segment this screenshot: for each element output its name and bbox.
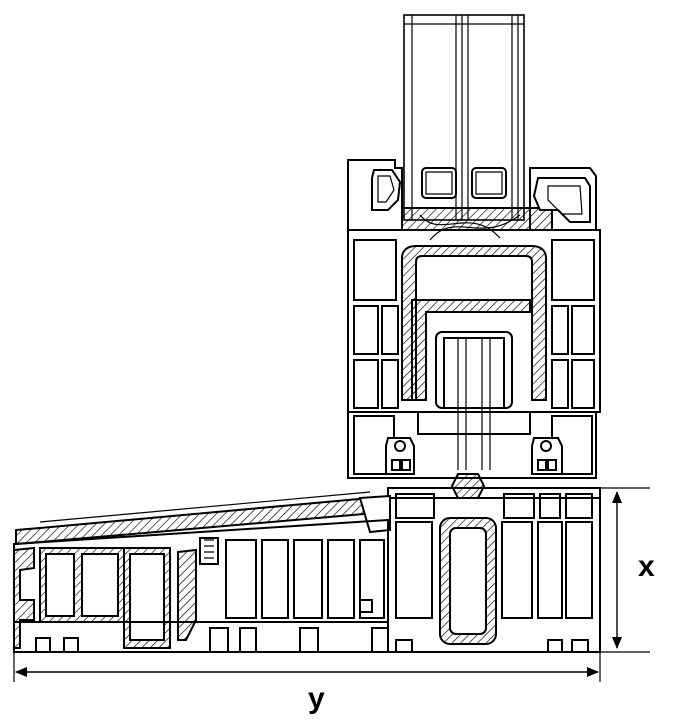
dimension-x xyxy=(600,487,650,653)
sash-profile xyxy=(347,159,601,499)
sill-profile xyxy=(13,491,391,653)
frame-profile xyxy=(387,487,601,653)
dimension-y-label: y xyxy=(308,682,325,715)
dimension-y xyxy=(13,652,601,682)
dimension-x-label: x xyxy=(638,550,655,583)
